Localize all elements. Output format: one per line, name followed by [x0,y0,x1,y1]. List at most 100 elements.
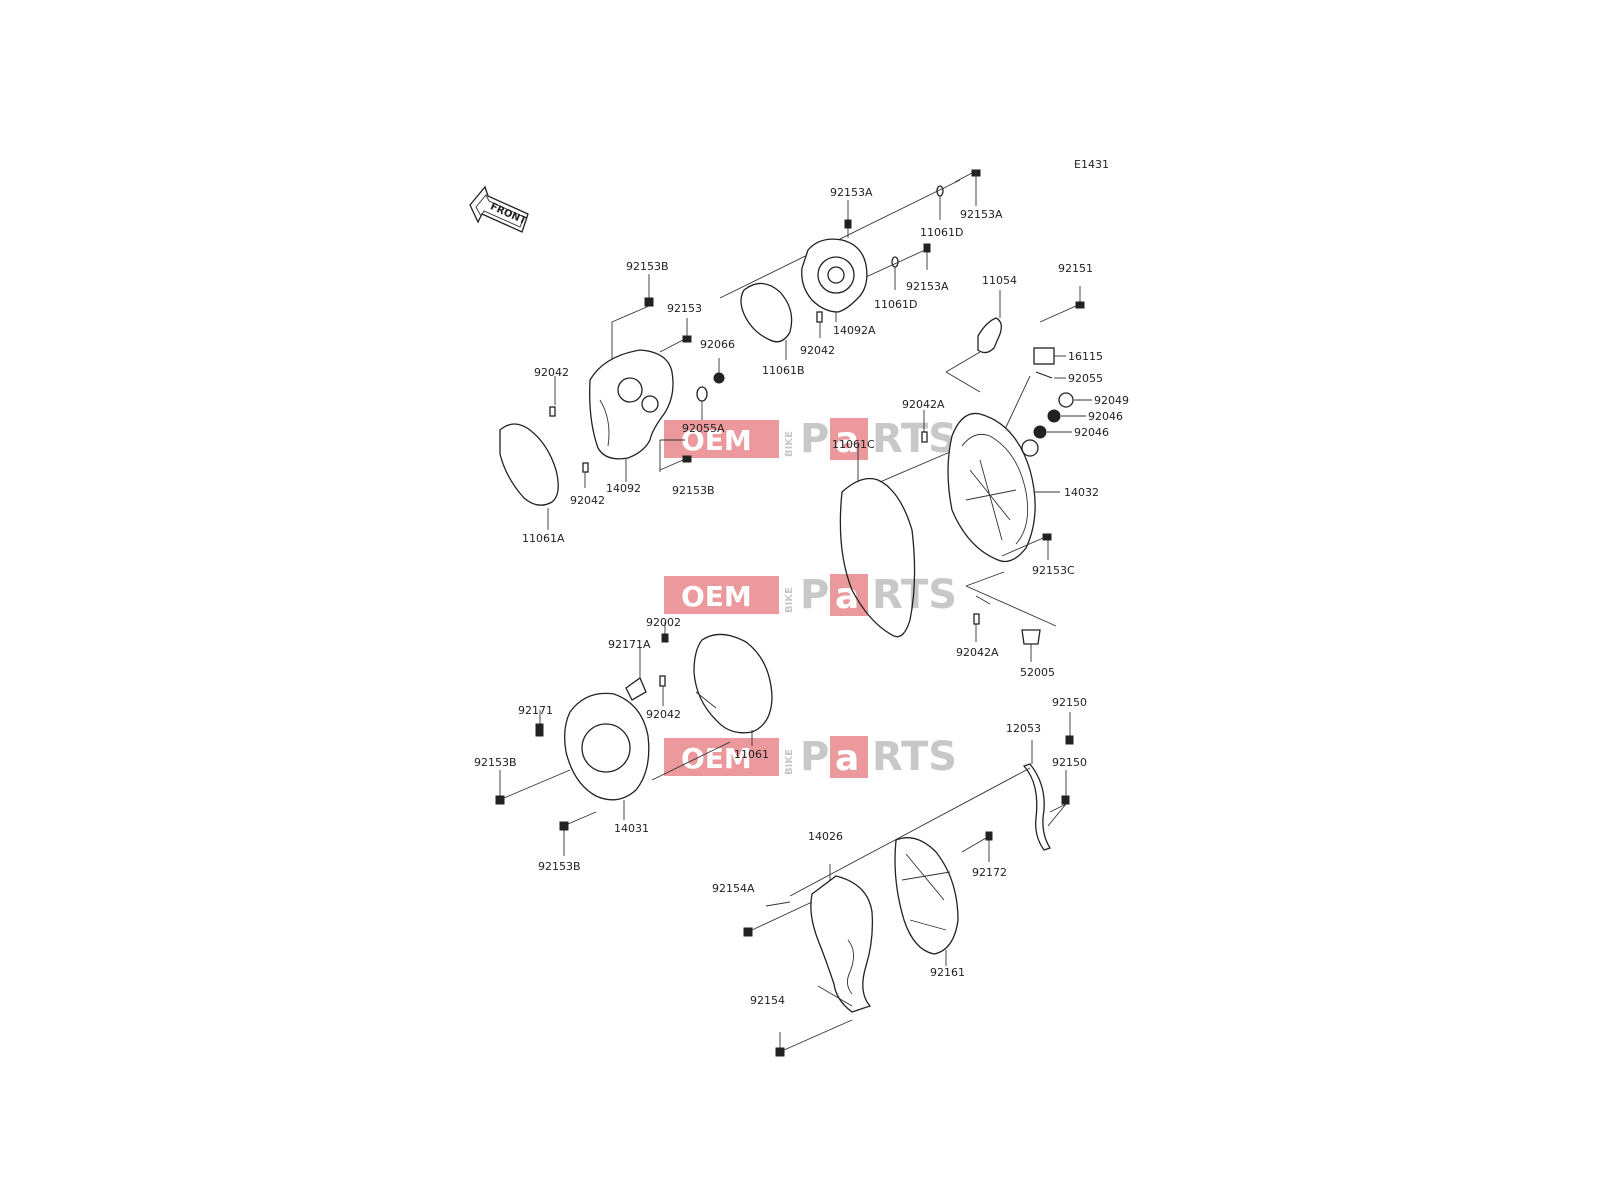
part-label: 92049 [1094,394,1129,407]
part-label: 16115 [1068,350,1103,363]
washer-icon [891,256,899,268]
svg-text:BIKE: BIKE [784,587,795,613]
watermark: OEM BIKE P a RTS [664,734,957,780]
sprocket-cover-icon [894,837,959,955]
part-label: 92153B [474,756,517,769]
bolt-icon [985,831,993,841]
part-label: 92171 [518,704,553,717]
part-label: 92042 [570,494,605,507]
part-label: 92042A [956,646,999,659]
dowel-pin-icon [921,431,928,443]
part-label: 92151 [1058,262,1093,275]
part-label: 14032 [1064,486,1099,499]
part-label: 92153B [672,484,715,497]
pulser-cover-icon [801,238,868,313]
clip-icon [535,723,544,737]
sprocket-cover-group [743,712,1074,1057]
part-label: 12053 [1006,722,1041,735]
part-label: 11061D [920,226,963,239]
svg-text:OEM: OEM [681,742,752,775]
part-label: 92153B [626,260,669,273]
svg-text:OEM: OEM [681,580,752,613]
part-label: 92171A [608,638,651,651]
bolt-icon [682,455,692,463]
part-label: 92046 [1088,410,1123,423]
clutch-cover-icon [947,412,1036,563]
o-ring-icon [1035,371,1053,379]
sprocket-guard-icon [810,875,874,1013]
starter-cover-group [495,622,773,856]
part-label: 92153A [960,208,1003,221]
bearing-icon [1047,409,1061,423]
svg-text:RTS: RTS [872,416,957,462]
diagram-code: E1431 [1074,158,1109,171]
part-label: 92066 [700,338,735,351]
part-label: 11061C [832,438,875,451]
chain-guide-icon [1022,763,1051,851]
gasket-icon [693,633,773,734]
dowel-pin-icon [816,311,823,323]
part-label: 92042 [534,366,569,379]
part-label: 92153B [538,860,581,873]
top-cover-group [719,169,981,360]
part-label: 11061A [522,532,565,545]
oil-seal-icon [1058,392,1074,408]
generator-cover-icon [589,349,674,460]
bolt-icon [1075,301,1085,309]
gasket-icon [499,423,559,506]
part-label: 11054 [982,274,1017,287]
part-label: 11061B [762,364,805,377]
watermark: OEM BIKE P a RTS [664,416,957,462]
part-label: 92154A [712,882,755,895]
dowel-pin-icon [659,675,666,687]
part-label: 92150 [1052,756,1087,769]
bolt-icon [661,633,669,643]
bolt-icon [844,219,852,238]
part-label: 14026 [808,830,843,843]
part-label: 11061D [874,298,917,311]
dowel-pin-icon [549,406,556,417]
bolt-icon [743,927,753,937]
part-label: 92002 [646,616,681,629]
part-label: 92042 [800,344,835,357]
left-cover-group [499,274,725,530]
bolt-icon [1061,795,1070,805]
bolt-icon [1042,533,1052,541]
gasket-icon [740,282,793,343]
svg-text:RTS: RTS [872,734,957,780]
svg-text:BIKE: BIKE [784,431,795,457]
part-label: 52005 [1020,666,1055,679]
part-label: 92153A [830,186,873,199]
part-label: 14092 [606,482,641,495]
part-label: 92153C [1032,564,1075,577]
part-label: 92153A [906,280,949,293]
bolt-icon [559,821,569,831]
svg-text:BIKE: BIKE [784,749,795,775]
part-label: 92150 [1052,696,1087,709]
part-label: 92172 [972,866,1007,879]
part-label: 92154 [750,994,785,1007]
part-label: 14031 [614,822,649,835]
bolt-icon [923,243,931,253]
front-arrow-icon: FRONT [469,185,529,233]
plug-icon [1021,629,1041,645]
o-ring-icon [696,386,708,402]
clutch-cover-group [839,286,1092,662]
bolt-icon [495,795,505,805]
part-label: 92161 [930,966,965,979]
svg-text:P: P [800,572,829,618]
bolt-icon [775,1047,785,1057]
svg-text:P: P [800,416,829,462]
oil-filler-cap-icon [1033,347,1055,365]
svg-text:a: a [835,738,859,779]
svg-text:P: P [800,734,829,780]
dowel-pin-icon [582,462,589,473]
bracket-icon [625,677,647,701]
part-label: 14092A [833,324,876,337]
part-labels: 92153A 92153A 11061D 92153A 11061D 14092… [474,186,1129,1007]
bolt-icon [682,335,692,343]
starter-cover-icon [564,692,650,801]
bolt-icon [644,297,654,307]
part-label: 92046 [1074,426,1109,439]
gasket-icon [839,477,916,638]
